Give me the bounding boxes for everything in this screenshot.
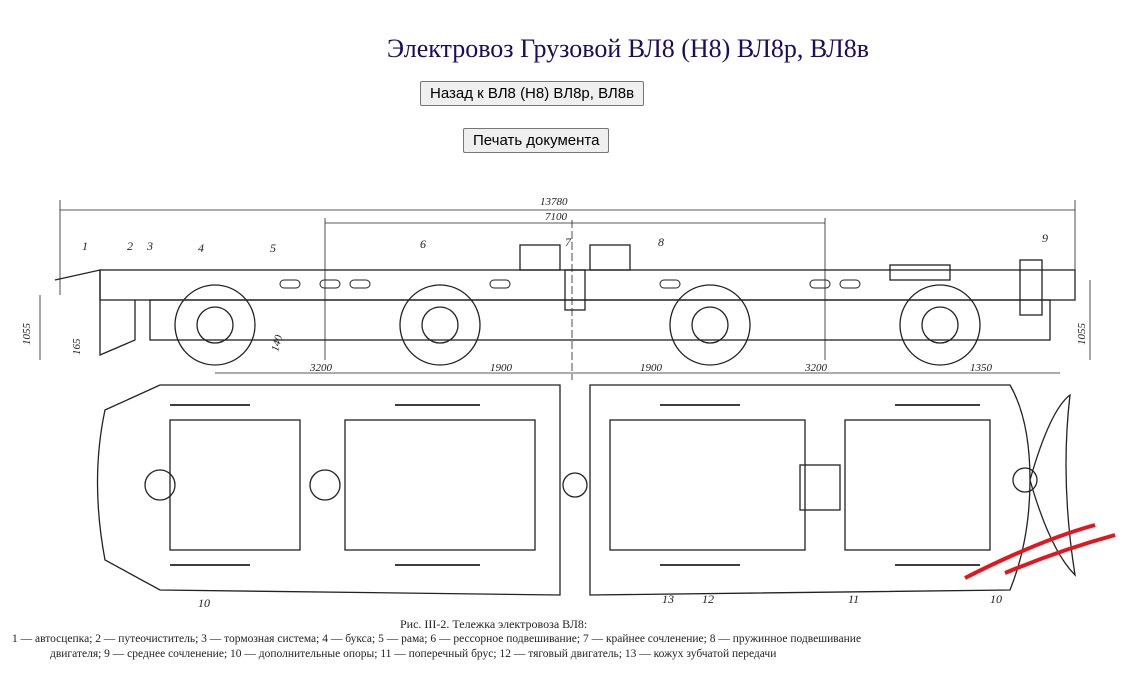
figure-caption-title: Рис. III-2. Тележка электровоза ВЛ8:	[400, 617, 588, 631]
dim-center: 7100	[545, 211, 568, 223]
dim-d2: 1900	[490, 362, 513, 374]
dim-d5: 1350	[970, 362, 993, 374]
red-annotation-strokes	[964, 523, 1116, 580]
part-label: 3	[146, 239, 153, 253]
bogie-drawing: 13780 7100 1055 165 140 1055 3200 1900 1…	[21, 196, 1116, 610]
part-label: 7	[565, 235, 572, 249]
figure-caption-line1: 1 — автосцепка; 2 — путеочиститель; 3 — …	[12, 633, 862, 645]
part-label: 5	[270, 241, 276, 255]
part-label: 6	[420, 237, 426, 251]
page-title: Электровоз Грузовой ВЛ8 (Н8) ВЛ8р, ВЛ8в	[386, 34, 870, 63]
part-label: 10	[198, 596, 210, 610]
dimension-lines	[39, 200, 1091, 380]
dim-height-left: 1055	[21, 323, 33, 346]
dim-d4: 3200	[804, 362, 828, 374]
part-label: 1	[82, 239, 88, 253]
wheels	[174, 284, 981, 366]
part-label: 11	[848, 592, 859, 606]
dim-offset: 140	[269, 333, 285, 353]
part-label: 13	[662, 592, 674, 606]
dim-height-right: 1055	[1076, 323, 1088, 346]
side-view	[54, 244, 1076, 366]
top-view	[96, 384, 1076, 596]
dim-d3: 1900	[640, 362, 663, 374]
part-label: 10	[990, 592, 1002, 606]
print-button[interactable]: Печать документа	[463, 128, 610, 153]
part-labels: 1 2 3 4 5 6 7 8 9 10 13 12 11 10	[82, 231, 1048, 610]
dim-d1: 3200	[309, 362, 333, 374]
part-label: 9	[1042, 231, 1048, 245]
dim-clearance: 165	[71, 338, 83, 355]
part-label: 2	[127, 239, 133, 253]
dim-total: 13780	[540, 196, 568, 208]
back-button[interactable]: Назад к ВЛ8 (Н8) ВЛ8р, ВЛ8в	[420, 81, 645, 106]
part-label: 12	[702, 592, 714, 606]
part-label: 8	[658, 235, 664, 249]
figure-caption-line2: двигателя; 9 — среднее сочленение; 10 — …	[50, 648, 777, 660]
part-label: 4	[198, 241, 204, 255]
